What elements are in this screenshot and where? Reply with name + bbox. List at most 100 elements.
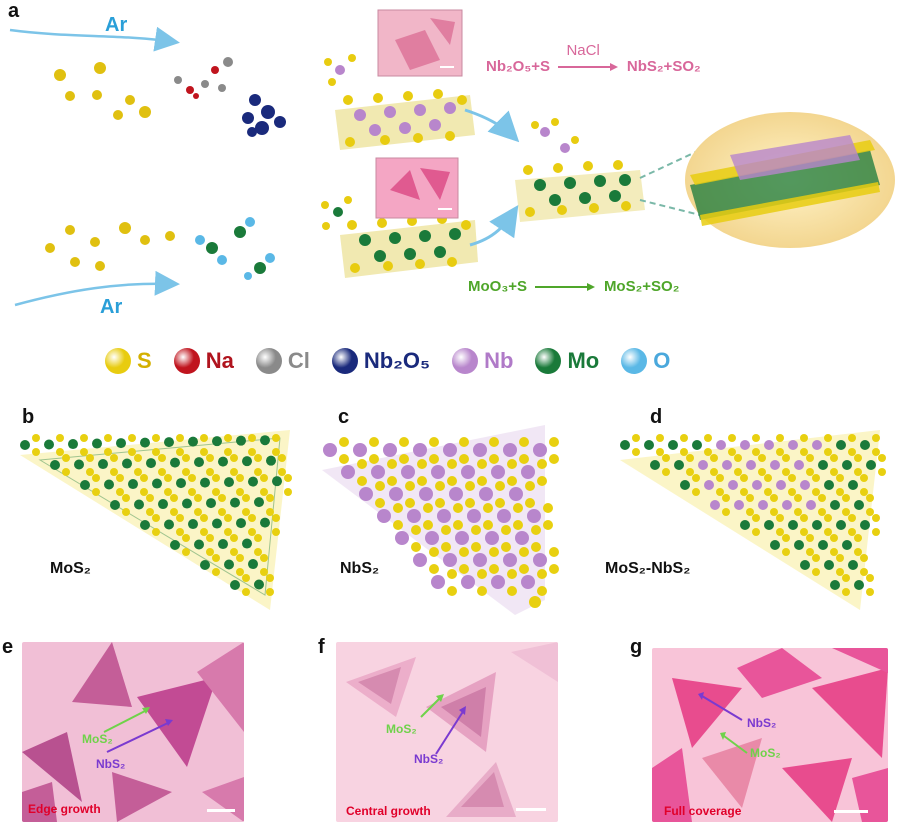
nb-atom <box>455 531 469 545</box>
micrograph-e: MoS₂ NbS₂ Edge growth <box>22 642 244 822</box>
sulfur-atom <box>489 564 499 574</box>
sulfur-atom <box>662 454 670 462</box>
sulfur-atom <box>782 454 790 462</box>
mo-atom <box>68 439 78 450</box>
sulfur-atom <box>200 434 208 442</box>
nb-atom <box>704 480 714 490</box>
sulfur-atom <box>248 448 256 456</box>
sulfur-atom <box>459 454 469 464</box>
sulfur-atom <box>260 474 268 482</box>
panel-label-e: e <box>2 636 14 658</box>
nb-atom <box>461 575 475 589</box>
mo-atom <box>692 440 702 450</box>
nb-atom <box>323 443 337 457</box>
ar-label-top: Ar <box>105 14 128 36</box>
mo-atom <box>242 538 252 549</box>
sulfur-atom <box>260 568 268 576</box>
mo-atom <box>194 457 204 468</box>
nb-atom <box>764 440 774 450</box>
mo-atom <box>266 455 276 466</box>
sulfur-atom <box>242 588 250 596</box>
sulfur-atom <box>860 554 868 562</box>
mo-atom <box>254 497 264 508</box>
mo-atom <box>218 456 228 467</box>
nb-atom <box>491 575 505 589</box>
sulfur-atom <box>782 534 790 542</box>
sulfur-atom <box>441 525 451 535</box>
mo-atom <box>122 458 132 469</box>
mo-atom <box>848 480 858 490</box>
reaction-arrow-mos2 <box>535 282 596 292</box>
atom-swatch <box>105 348 131 374</box>
nb-atom <box>800 480 810 490</box>
nb-atom <box>509 487 523 501</box>
sulfur-atom <box>206 468 214 476</box>
mo-atom <box>812 520 822 530</box>
nb-atom <box>479 487 493 501</box>
sulfur-atom <box>254 534 262 542</box>
sulfur-atom <box>531 525 541 535</box>
sulfur-atom <box>872 448 880 456</box>
sulfur-atom <box>764 474 772 482</box>
sulfur-atom <box>176 528 184 536</box>
sulfur-atom <box>794 494 802 502</box>
sulfur-atom <box>770 494 778 502</box>
mo-atom <box>170 540 180 550</box>
sulfur-atom <box>429 437 439 447</box>
sulfur-atom <box>200 514 208 522</box>
sulfur-atom <box>158 468 166 476</box>
sulfur-atom <box>200 448 208 456</box>
mo-atom <box>116 438 126 449</box>
sulfur-atom <box>537 459 547 469</box>
sulfur-atom <box>435 498 445 508</box>
sulfur-atom <box>878 468 886 476</box>
sulfur-atom <box>525 481 535 491</box>
label-mos2-f: MoS₂ <box>386 722 417 736</box>
sulfur-atom <box>236 568 244 576</box>
nb-atom <box>449 487 463 501</box>
sulfur-atom <box>140 488 148 496</box>
sulfur-atom <box>423 520 433 530</box>
sulfur-atom <box>872 514 880 522</box>
sulfur-atom <box>218 508 226 516</box>
caption-f: Central growth <box>346 804 431 818</box>
label-mos2-g: MoS₂ <box>750 746 781 760</box>
sulfur-atom <box>758 454 766 462</box>
nb2o5-particles <box>242 94 286 137</box>
sulfur-atom <box>399 454 409 464</box>
nb-atom <box>503 553 517 567</box>
sulfur-atom <box>824 448 832 456</box>
nb-atom <box>353 443 367 457</box>
sulfur-atom <box>722 494 730 502</box>
nb-atom <box>413 443 427 457</box>
sulfur-atom <box>146 508 154 516</box>
sulfur-atom <box>152 528 160 536</box>
sulfur-atom <box>872 528 880 536</box>
mo-atom <box>140 520 150 530</box>
sulfur-atom <box>182 548 190 556</box>
label-nbs2-f: NbS₂ <box>414 752 444 766</box>
mo-atom <box>194 539 204 550</box>
panel-label-d: d <box>650 406 663 428</box>
lattice-structures <box>20 425 886 615</box>
legend-item: S <box>105 348 152 374</box>
sulfur-atom <box>266 574 274 582</box>
sulfur-atom <box>722 508 730 516</box>
mo-atom <box>230 497 240 508</box>
mo-atom <box>248 559 258 570</box>
sulfur-atom <box>734 468 742 476</box>
sulfur-atom <box>236 488 244 496</box>
sulfur-atom <box>242 508 250 516</box>
legend-label: Na <box>205 348 234 373</box>
sulfur-atom <box>495 481 505 491</box>
sulfur-atom <box>776 528 784 536</box>
sulfur-atom <box>387 459 397 469</box>
mo-atom <box>740 520 750 530</box>
mo-atom <box>788 520 798 530</box>
sulfur-atom <box>860 488 868 496</box>
sulfur-atom <box>800 448 808 456</box>
sulfur-atom <box>812 488 820 496</box>
structure-label-heterostructure: MoS₂-NbS₂ <box>605 560 691 577</box>
sulfur-atom <box>453 520 463 530</box>
mo-atom <box>236 435 246 446</box>
